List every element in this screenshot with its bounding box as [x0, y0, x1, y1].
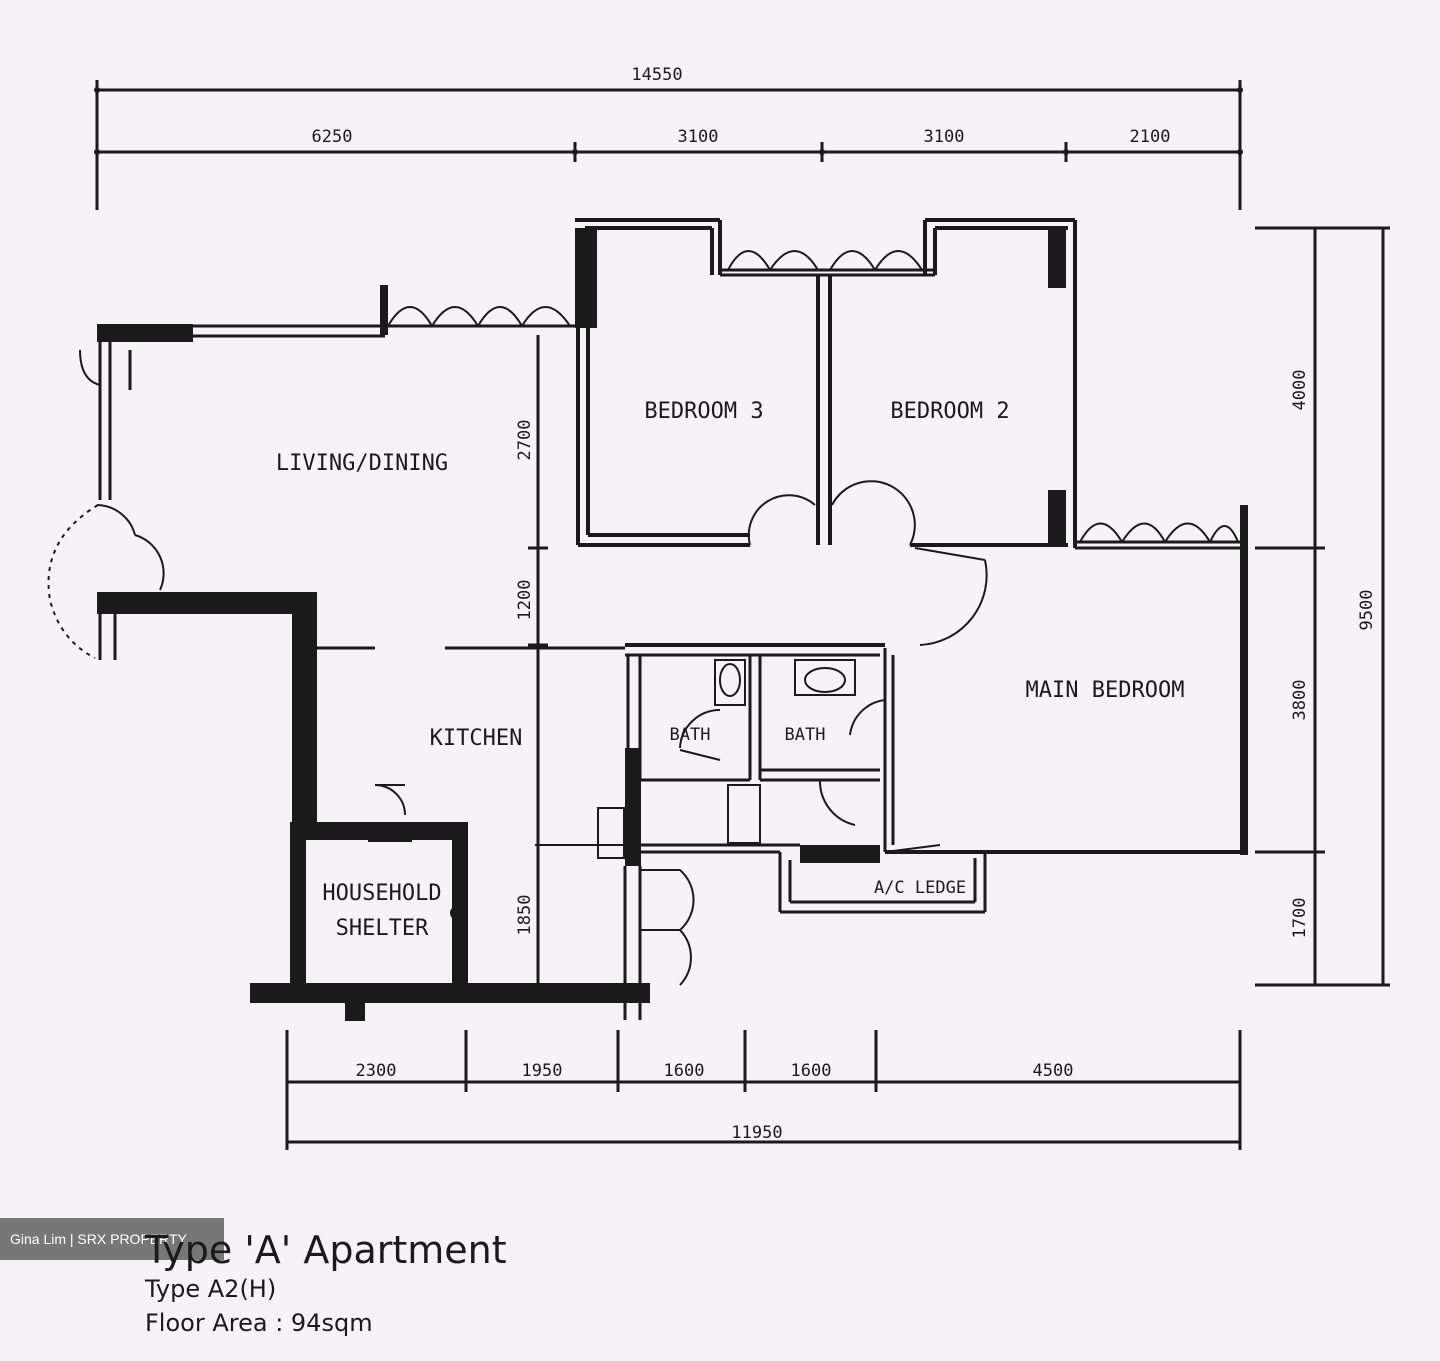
dim-top-1: 6250 [312, 127, 353, 147]
watermark: Gina Lim | SRX PROPERTY [0, 1218, 224, 1260]
dim-bottom-2: 1950 [522, 1061, 563, 1081]
fixtures [368, 659, 856, 920]
dim-bottom-total: 11950 [731, 1123, 782, 1143]
caption-area: Floor Area : 94sqm [145, 1309, 373, 1337]
dim-bottom-4: 1600 [791, 1061, 832, 1081]
label-main-bedroom: MAIN BEDROOM [1026, 678, 1185, 703]
dim-bottom-3: 1600 [664, 1061, 705, 1081]
doors [47, 349, 988, 986]
top-dimension-lines [94, 80, 1243, 210]
label-living-dining: LIVING/DINING [276, 451, 448, 476]
dim-right-total: 9500 [1357, 590, 1377, 631]
dim-inner-2: 1200 [515, 580, 535, 621]
dim-top-2: 3100 [678, 127, 719, 147]
label-bath-2: BATH [785, 725, 826, 745]
plan-caption: Type 'A' Apartment Type A2(H) Floor Area… [145, 1228, 507, 1340]
dim-right-2: 3800 [1290, 680, 1310, 721]
dim-bottom-5: 4500 [1033, 1061, 1074, 1081]
dim-top-total: 14550 [631, 65, 682, 85]
label-bedroom-2: BEDROOM 2 [890, 399, 1009, 424]
label-bedroom-3: BEDROOM 3 [644, 399, 763, 424]
label-ac-ledge: A/C LEDGE [874, 878, 966, 898]
dim-top-4: 2100 [1130, 127, 1171, 147]
label-bath-1: BATH [670, 725, 711, 745]
label-kitchen: KITCHEN [430, 726, 523, 751]
caption-type: Type A2(H) [145, 1275, 277, 1303]
caption-title: Type 'A' Apartment [145, 1228, 507, 1272]
label-db: DB [384, 832, 396, 843]
inner-dimension-line [528, 335, 548, 985]
dim-top-3: 3100 [924, 127, 965, 147]
label-shelter: SHELTER [336, 916, 429, 941]
walls [97, 218, 1248, 1021]
right-dimension-lines [1255, 226, 1390, 987]
label-household: HOUSEHOLD [322, 881, 441, 906]
dim-right-1: 4000 [1290, 370, 1310, 411]
dim-inner-3: 1850 [515, 895, 535, 936]
dim-right-3: 1700 [1290, 898, 1310, 939]
windows [387, 250, 1239, 543]
dim-inner-1: 2700 [515, 420, 535, 461]
bottom-dimension-lines [285, 1030, 1242, 1150]
dim-bottom-1: 2300 [356, 1061, 397, 1081]
